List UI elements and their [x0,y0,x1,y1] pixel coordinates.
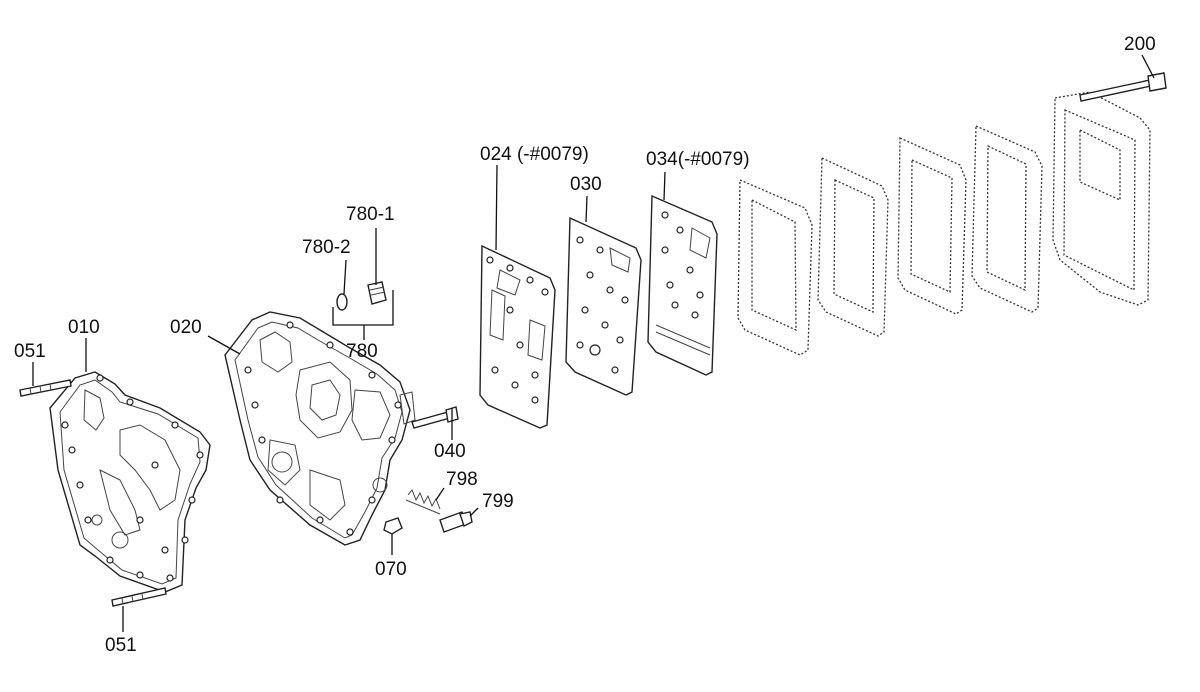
valve-plate-2 [817,156,889,337]
label-040: 040 [434,441,466,462]
part-070-nut [383,517,403,535]
label-780-2: 780-2 [302,237,351,258]
part-200-bolt [1079,72,1167,102]
part-024-separator-plate [479,244,556,429]
part-010-cover-plate [49,371,211,593]
leader-lines [32,54,1155,632]
part-030-separator-plate [565,216,642,396]
label-051-top: 051 [14,341,46,362]
label-024: 024 (-#0079) [480,144,589,165]
valve-plate-4 [971,125,1043,313]
valve-plate-1 [737,179,813,356]
part-020-valve-body [224,311,416,546]
valve-plate-3 [897,137,967,315]
part-034-separator-plate [647,194,718,376]
label-070: 070 [375,559,407,580]
upper-valve-body [1052,91,1151,306]
label-780-1: 780-1 [346,204,395,225]
label-051-bottom: 051 [105,635,137,656]
part-780-1-plug [367,281,387,305]
part-040-bolt [411,406,459,429]
label-798: 798 [446,469,478,490]
part-780-2-oring [336,293,348,311]
label-034: 034(-#0079) [646,149,750,170]
label-799: 799 [482,491,514,512]
label-030: 030 [570,174,602,195]
part-798-spring [405,489,441,515]
part-051-bolt-top [19,379,72,397]
label-010: 010 [68,317,100,338]
part-051-bolt-bottom [111,587,167,607]
label-020: 020 [170,317,202,338]
part-799-plug [439,511,473,533]
label-780: 780 [346,341,378,362]
label-200: 200 [1124,34,1156,55]
